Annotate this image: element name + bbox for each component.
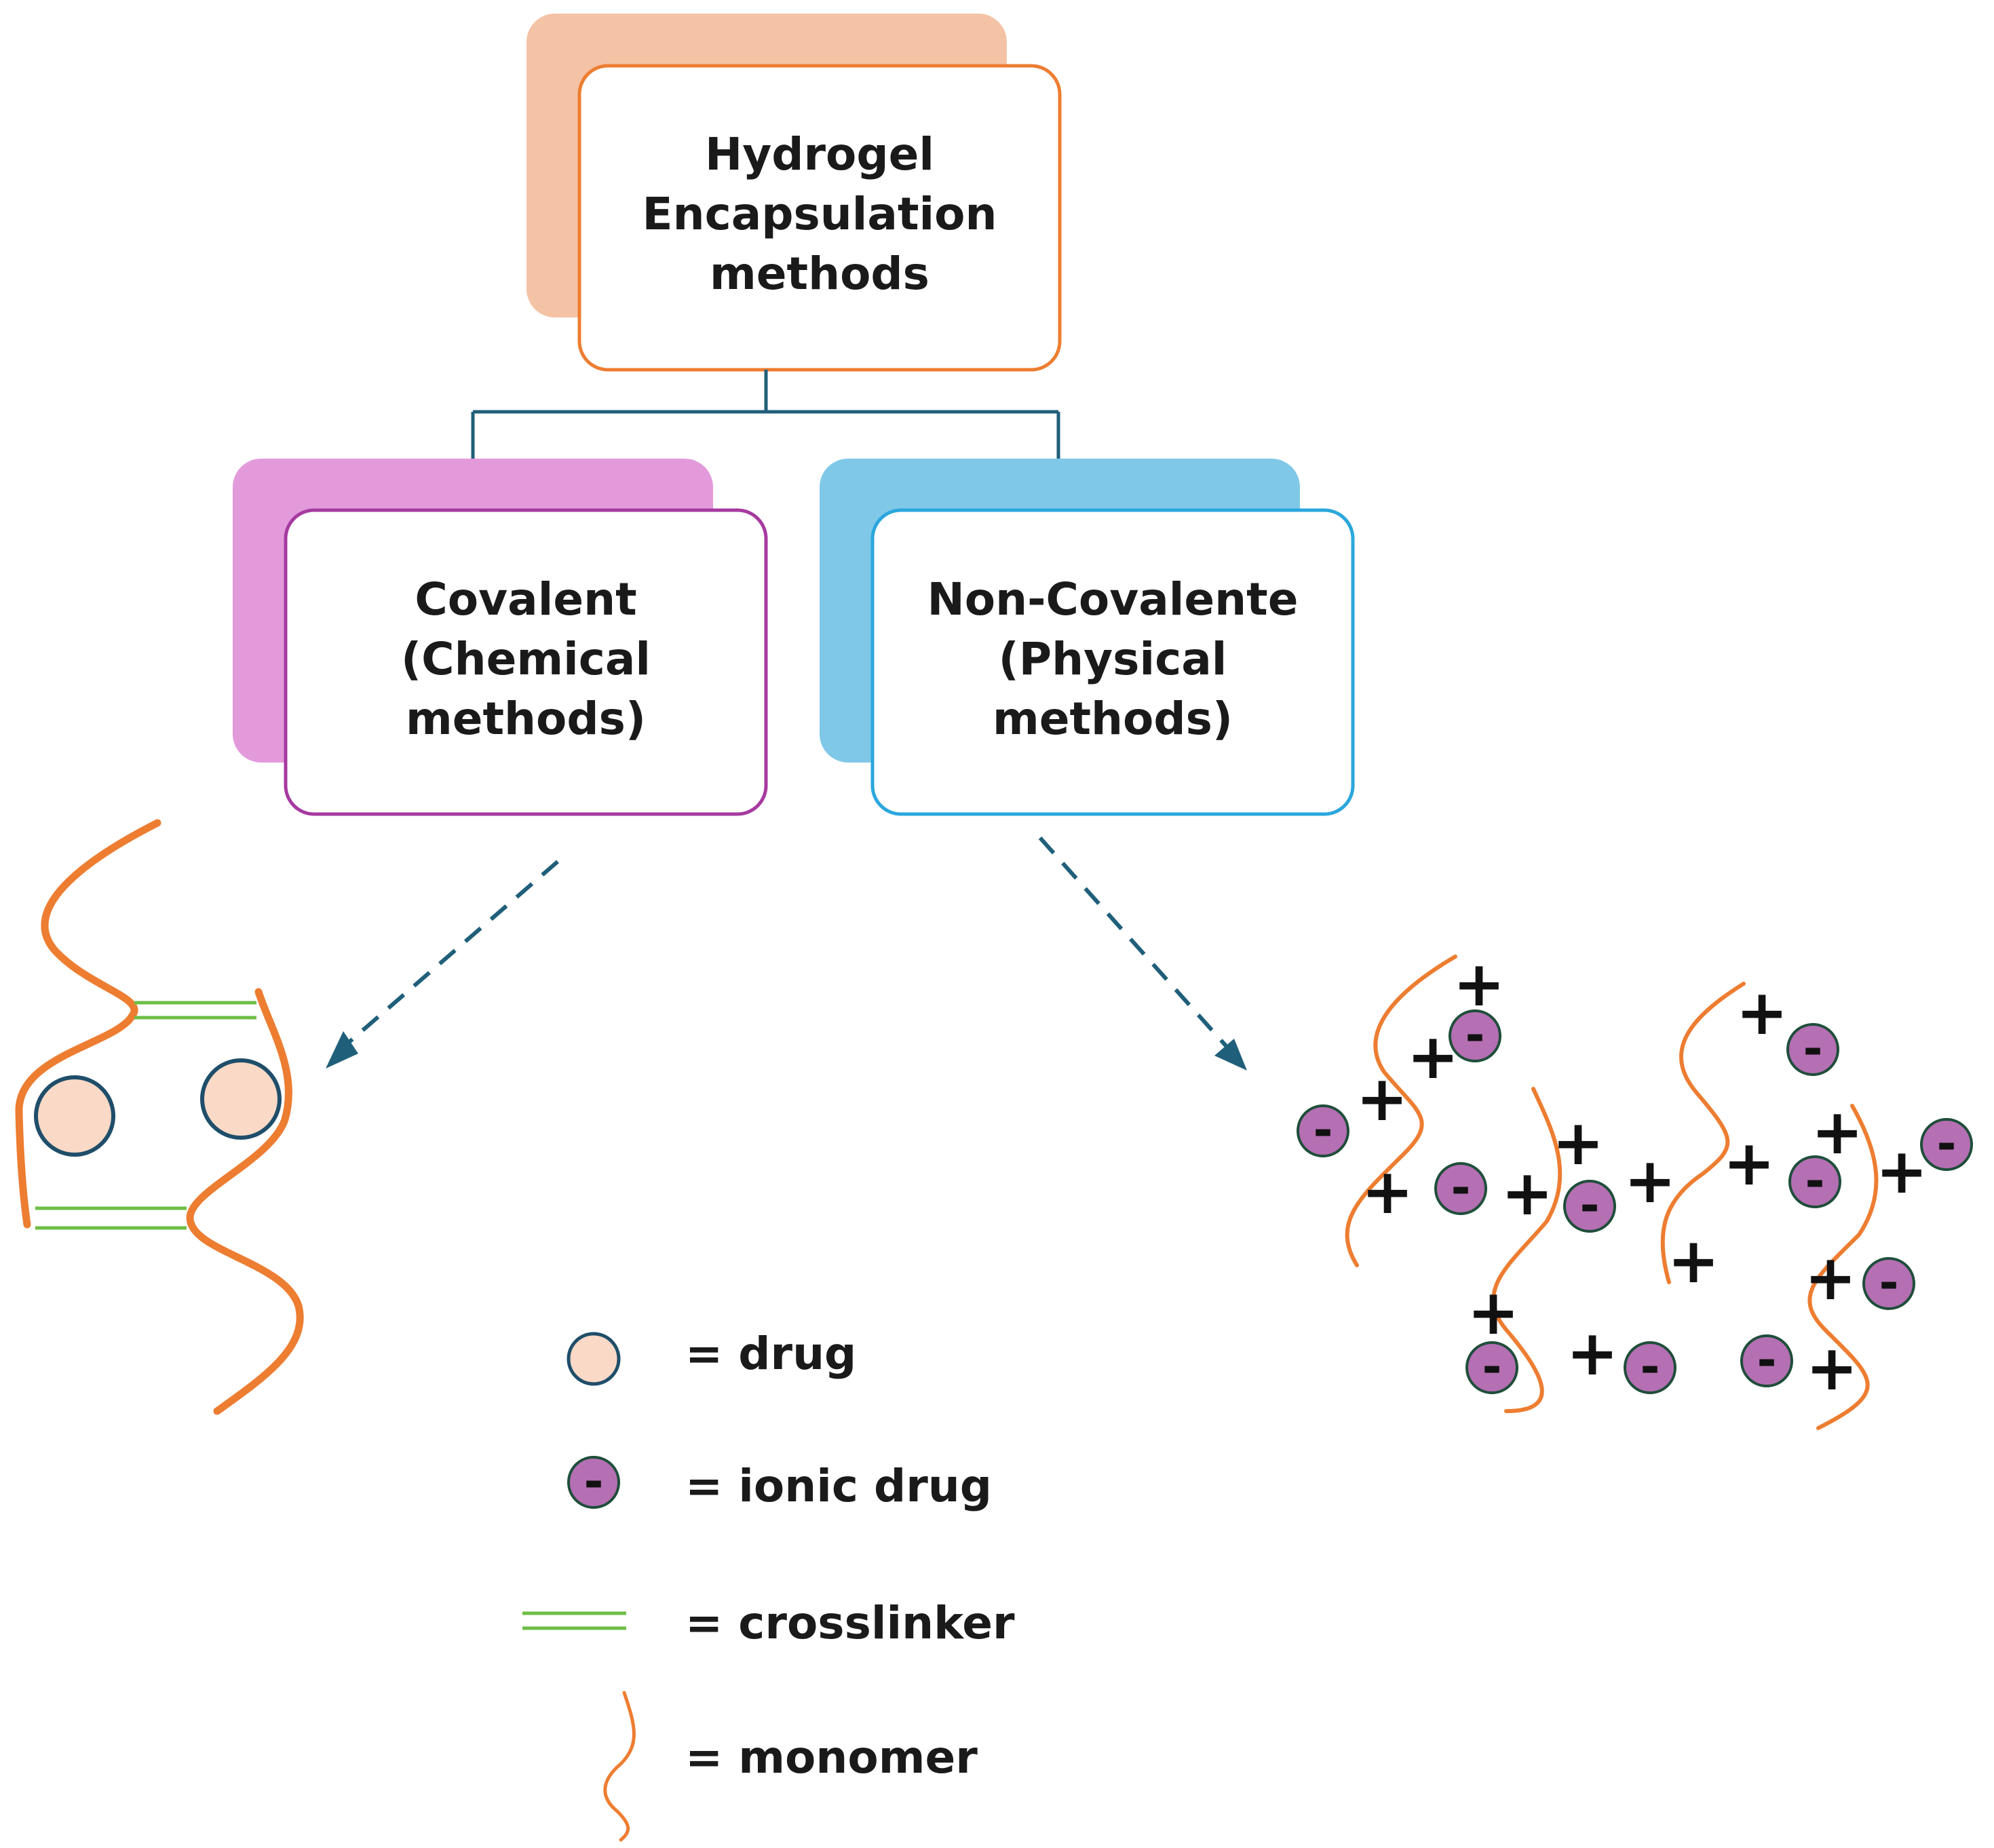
positive-charge: + [1566,1317,1618,1389]
noncovalent-line-1: Non-Covalente [927,573,1299,625]
svg-text:-: - [1757,1332,1776,1388]
positive-charge: + [1501,1157,1553,1229]
ionic-drug: - [1862,1255,1915,1311]
crosslinker-bottom [35,1206,187,1230]
root-title-line-1: Hydrogel [705,128,934,180]
ionic-monomer-chain-2 [1491,1087,1562,1413]
ionic-monomer-chain-3 [1660,982,1746,1284]
monomer-chain-left [15,819,161,1229]
ionic-drug: - [1786,1021,1839,1077]
legend-crosslinker-label: = crosslinker [685,1597,1015,1649]
legend-item-monomer: = monomer [603,1691,978,1842]
root-node: Hydrogel Encapsulation methods [526,14,1062,372]
svg-text:-: - [1451,1160,1470,1216]
covalent-line-1: Covalent [415,573,636,625]
drug-particle-right [200,1058,282,1140]
arrow-head-noncovalent [1214,1039,1247,1071]
legend-ionic-drug-sign: - [583,1454,603,1509]
covalent-line-3: methods) [406,693,646,745]
legend-item-drug: = drug [567,1328,856,1386]
tree-connector [471,370,1060,459]
legend-ionic-drug-swatch [567,1456,620,1509]
legend-monomer-swatch [603,1691,636,1842]
legend-ionic-drug-label: = ionic drug [685,1460,992,1512]
noncovalent-node: Non-Covalente (Physical methods) [820,459,1355,816]
ionic-drug: - [1920,1116,1973,1172]
ionic-drug: - [1563,1178,1616,1233]
root-title-line-2: Encapsulation [643,188,997,240]
ionic-monomer-chain-4 [1807,1104,1879,1430]
ionic-drug: - [1788,1153,1841,1209]
legend-item-ionic-drug: - = ionic drug [567,1454,992,1512]
monomer-chain-right [186,988,304,1415]
svg-text:-: - [1879,1255,1898,1311]
svg-text:-: - [1313,1102,1332,1158]
positive-charge: + [1811,1096,1863,1168]
svg-text:-: - [1579,1178,1599,1233]
arrow-to-noncovalent-diagram [1038,836,1230,1050]
positive-charge: + [1453,948,1505,1020]
positive-charge: + [1736,976,1788,1049]
root-node-box [577,64,1062,372]
svg-text:-: - [1640,1339,1660,1395]
noncovalent-hydrogel-illustration: - - - - - - - - - - - + + + + + + + + + … [1297,948,1973,1430]
svg-text:-: - [1482,1339,1501,1395]
covalent-line-2: (Chemical [401,633,651,685]
legend-drug-label: = drug [685,1328,856,1380]
arrow-head-covalent [326,1031,358,1069]
positive-charge: + [1804,1241,1856,1314]
svg-text:-: - [1465,1007,1484,1063]
positive-charge: + [1406,1020,1459,1093]
arrow-to-covalent-diagram [345,860,559,1047]
svg-text:-: - [1805,1153,1824,1209]
positive-charge: + [1805,1332,1858,1404]
legend-monomer-label: = monomer [685,1731,978,1784]
ionic-monomer-chain-1 [1345,955,1457,1267]
positive-charge: + [1667,1225,1719,1297]
positive-charge: + [1467,1276,1519,1349]
positive-charge: + [1356,1062,1408,1135]
drug-particle-left [34,1075,115,1157]
legend-item-crosslinker: = crosslinker [522,1597,1015,1649]
crosslinker-top [134,1001,256,1020]
legend-drug-swatch [567,1332,621,1386]
positive-charge: + [1723,1127,1775,1199]
covalent-node: Covalent (Chemical methods) [233,459,768,816]
covalent-node-box [284,508,768,816]
svg-text:-: - [1936,1116,1956,1172]
ionic-drug: - [1624,1339,1676,1395]
ionic-drug: - [1740,1332,1793,1388]
ionic-drug: - [1465,1339,1518,1395]
ionic-drug: - [1297,1102,1349,1158]
positive-charge: + [1875,1135,1928,1208]
noncovalent-node-box [870,508,1355,816]
legend-crosslinker-swatch [522,1611,626,1630]
legend: = drug - = ionic drug = crosslinker = mo… [522,1328,1015,1842]
positive-charge: + [1552,1106,1604,1179]
noncovalent-line-3: methods) [993,693,1233,745]
covalent-hydrogel-illustration [15,819,304,1415]
ionic-drug: - [1434,1160,1487,1216]
noncovalent-line-2: (Physical [999,633,1227,685]
root-title-line-3: methods [710,248,929,300]
positive-charge: + [1361,1155,1413,1228]
positive-charge: + [1624,1144,1676,1217]
dashed-arrows [326,836,1247,1071]
svg-text:-: - [1803,1021,1822,1077]
ionic-drug: - [1449,1007,1501,1063]
